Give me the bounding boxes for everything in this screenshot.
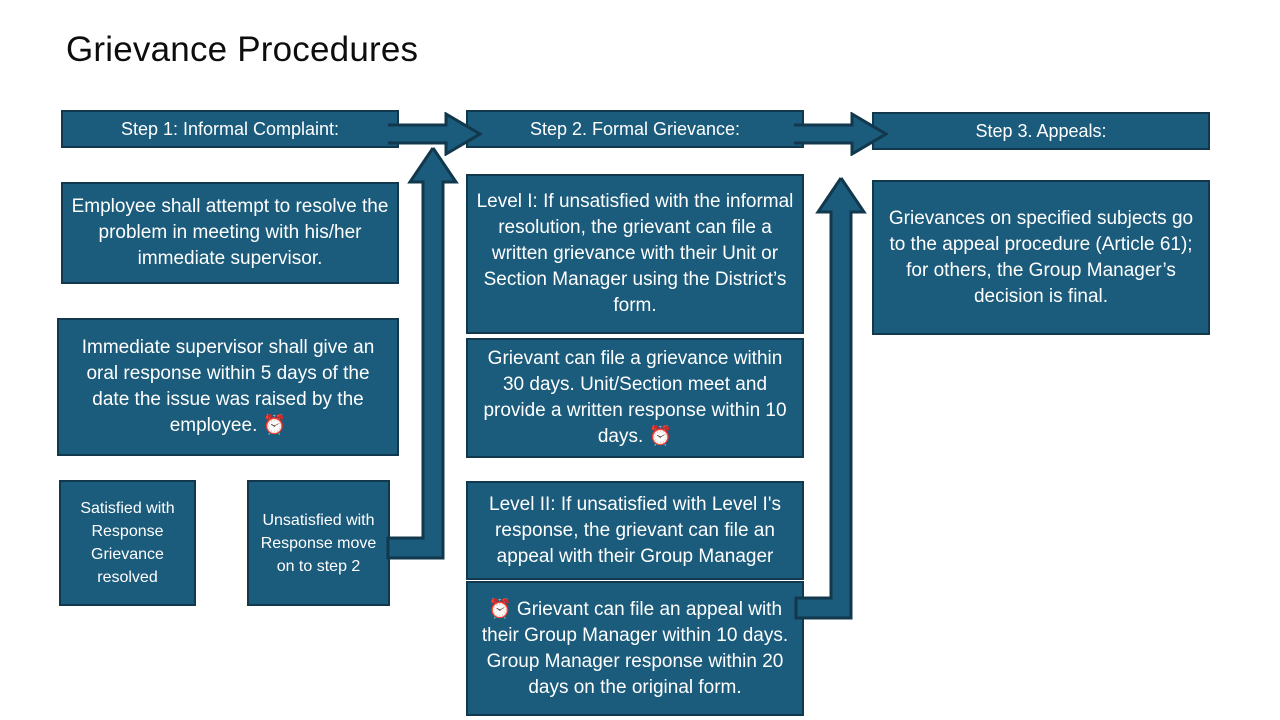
page-title: Grievance Procedures (66, 30, 419, 69)
elbow-arrow-level2-to-step3 (790, 176, 870, 636)
alarm-clock-icon: ⏰ (262, 415, 287, 436)
header-step-1[interactable]: Step 1: Informal Complaint: (61, 110, 399, 148)
level-2-timeline-box[interactable]: ⏰ Grievant can file an appeal with their… (466, 581, 804, 716)
level-1-box[interactable]: Level I: If unsatisfied with the informa… (466, 174, 804, 334)
level-2-box[interactable]: Level II: If unsatisfied with Level I's … (466, 481, 804, 580)
appeals-text: Grievances on specified subjects go to t… (888, 207, 1194, 307)
alarm-clock-icon: ⏰ (487, 598, 512, 620)
elbow-arrow-unsatisfied-to-step2 (386, 146, 466, 576)
employee-resolve-text: Employee shall attempt to resolve the pr… (71, 196, 389, 269)
alarm-clock-icon: ⏰ (648, 426, 673, 447)
level-1-timeline-sentence: Grievant can file a grievance within 30 … (483, 348, 787, 447)
satisfied-text: Satisfied with Response Grievance resolv… (80, 500, 175, 586)
header-step-3[interactable]: Step 3. Appeals: (872, 112, 1210, 150)
level-2-timeline-text: ⏰ Grievant can file an appeal with their… (468, 597, 802, 701)
supervisor-oral-response-text: Immediate supervisor shall give an oral … (59, 335, 397, 439)
supervisor-oral-response-box[interactable]: Immediate supervisor shall give an oral … (57, 318, 399, 456)
level-2-timeline-sentence: Grievant can file an appeal with their G… (481, 598, 789, 698)
level-1-timeline-box[interactable]: Grievant can file a grievance within 30 … (466, 338, 804, 458)
header-step-1-label: Step 1: Informal Complaint: (120, 119, 340, 139)
header-step-3-label: Step 3. Appeals: (975, 121, 1107, 141)
level-1-text: Level I: If unsatisfied with the informa… (476, 191, 794, 316)
level-1-timeline-text: Grievant can file a grievance within 30 … (468, 346, 802, 450)
header-step-2-label: Step 2. Formal Grievance: (529, 119, 741, 139)
arrow-step2-to-step3 (792, 112, 888, 156)
arrow-step1-to-step2 (386, 112, 482, 156)
unsatisfied-box[interactable]: Unsatisfied with Response move on to ste… (247, 480, 390, 606)
supervisor-oral-response-sentence: Immediate supervisor shall give an oral … (81, 337, 375, 436)
level-2-text: Level II: If unsatisfied with Level I's … (489, 493, 781, 567)
appeals-box[interactable]: Grievances on specified subjects go to t… (872, 180, 1210, 335)
header-step-2[interactable]: Step 2. Formal Grievance: (466, 110, 804, 148)
employee-resolve-box[interactable]: Employee shall attempt to resolve the pr… (61, 182, 399, 284)
unsatisfied-text: Unsatisfied with Response move on to ste… (260, 511, 377, 575)
satisfied-box[interactable]: Satisfied with Response Grievance resolv… (59, 480, 196, 606)
